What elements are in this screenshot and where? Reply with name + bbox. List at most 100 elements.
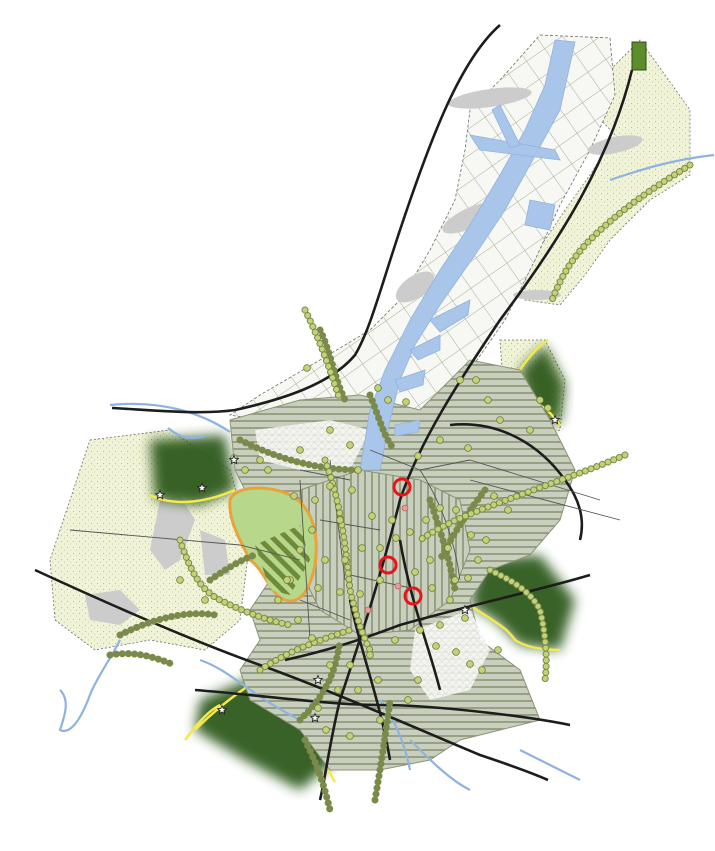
node-dot — [416, 626, 424, 634]
node-dot — [341, 556, 349, 564]
star-icon — [549, 414, 561, 425]
node-dot — [336, 588, 344, 596]
node-dot — [368, 512, 376, 520]
node-dot — [384, 396, 392, 404]
node-dot — [474, 556, 482, 564]
node-dot — [428, 584, 436, 592]
node-dot — [422, 516, 430, 524]
node-dot — [241, 466, 249, 474]
node-dot — [496, 416, 504, 424]
node-dot — [402, 398, 410, 406]
node-dot — [346, 732, 354, 740]
node-dot — [452, 648, 460, 656]
star-icon — [216, 704, 228, 715]
gray-patches — [85, 87, 643, 625]
node-dot — [346, 441, 354, 449]
node-dot — [414, 452, 422, 460]
node-dot — [326, 426, 334, 434]
landmarks — [378, 477, 423, 606]
star-layer — [154, 414, 561, 723]
node-dot — [478, 666, 486, 674]
node-dot — [294, 616, 302, 624]
node-dot — [426, 556, 434, 564]
node-dot — [376, 544, 384, 552]
node-dot — [464, 444, 472, 452]
small-red-dots — [364, 504, 409, 614]
node-dot — [314, 704, 322, 712]
node-dot — [467, 531, 475, 539]
river-network — [359, 39, 576, 471]
landmark-circle-icon — [378, 555, 398, 575]
star-icon — [154, 489, 166, 500]
star-icon — [309, 712, 321, 723]
node-dot — [526, 426, 534, 434]
node-dot — [456, 376, 464, 384]
greenway-overlay — [177, 162, 693, 683]
forest-areas — [150, 345, 575, 790]
node-dot — [376, 576, 384, 584]
node-dot — [536, 396, 544, 404]
node-dot — [358, 544, 366, 552]
node-dot — [436, 504, 444, 512]
node-dot — [404, 696, 412, 704]
node-dot — [406, 528, 414, 536]
node-dot — [354, 466, 362, 474]
node-dot — [356, 590, 364, 598]
node-dot — [376, 716, 384, 724]
node-dot — [446, 596, 454, 604]
landmark-circle-icon — [392, 477, 412, 497]
central-park — [228, 486, 318, 603]
node-dot — [256, 456, 264, 464]
node-dot — [484, 396, 492, 404]
node-dot — [296, 446, 304, 454]
node-dot — [464, 574, 472, 582]
node-dot — [391, 636, 399, 644]
node-dot — [264, 466, 272, 474]
small-rivers — [58, 153, 715, 791]
node-dot — [311, 496, 319, 504]
landmark-circle-icon — [403, 586, 423, 606]
node-dot — [321, 556, 329, 564]
node-dot — [482, 536, 490, 544]
node-dot — [354, 686, 362, 694]
star-icon — [312, 674, 324, 685]
node-dot — [388, 516, 396, 524]
node-dot — [274, 596, 282, 604]
node-dot — [414, 676, 422, 684]
node-dot — [283, 576, 291, 584]
node-dot — [314, 584, 322, 592]
secondary-roads — [69, 449, 621, 641]
node-dot — [322, 726, 330, 734]
node-dot — [494, 646, 502, 654]
node-dot — [466, 660, 474, 668]
node-dot — [366, 651, 374, 659]
star-icon — [228, 454, 240, 465]
node-dot — [451, 576, 459, 584]
node-dot — [336, 516, 344, 524]
node-dot — [326, 482, 334, 490]
star-icon — [459, 604, 471, 615]
node-dot — [176, 576, 184, 584]
node-dot — [348, 486, 356, 494]
node-dot — [392, 534, 400, 542]
node-dot — [472, 376, 480, 384]
node-dot — [490, 492, 498, 500]
node-dot — [436, 621, 444, 629]
node-dot — [444, 544, 452, 552]
node-dot — [201, 596, 209, 604]
node-dot — [334, 686, 342, 694]
green-square-icon — [631, 41, 647, 71]
node-dot — [326, 661, 334, 669]
node-dot — [544, 404, 552, 412]
node-dot — [411, 568, 419, 576]
star-icon — [196, 482, 208, 493]
node-dot — [290, 492, 298, 500]
node-dot — [303, 364, 311, 372]
node-dot — [308, 634, 316, 642]
node-dot — [296, 546, 304, 554]
node-dot — [308, 526, 316, 534]
node-dot — [436, 436, 444, 444]
highways — [34, 24, 634, 801]
